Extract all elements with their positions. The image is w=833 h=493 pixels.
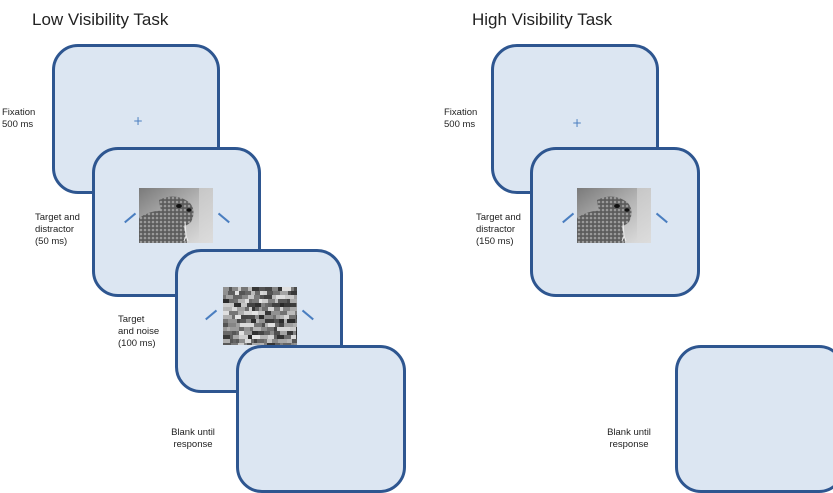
label-line: Target and (35, 212, 80, 223)
noise-mask-icon (223, 287, 297, 345)
low-visibility-title: Low Visibility Task (32, 10, 169, 29)
high-target-screen (530, 147, 700, 297)
high-blank-screen (675, 345, 833, 493)
label-line: (100 ms) (118, 338, 156, 349)
high-target-label: Target and distractor (150 ms) (476, 212, 521, 248)
fixation-cross: + (572, 116, 583, 130)
label-line: 500 ms (2, 119, 34, 130)
label-line: 500 ms (444, 119, 476, 130)
snake-photo-icon (139, 188, 213, 243)
low-fixation-label: Fixation 500 ms (2, 107, 35, 131)
high-visibility-title: High Visibility Task (472, 10, 613, 29)
label-line: (150 ms) (476, 236, 514, 247)
left-distractor-line (124, 212, 136, 223)
low-target-screen (92, 147, 261, 297)
label-line: response (609, 439, 649, 450)
label-line: response (173, 439, 213, 450)
high-fixation-label: Fixation 500 ms (444, 107, 477, 131)
label-line: Blank until (171, 427, 215, 438)
label-line: Blank until (607, 427, 651, 438)
label-line: Fixation (2, 107, 36, 118)
label-line: Fixation (444, 107, 478, 118)
left-distractor-line (205, 309, 217, 320)
snake-photo-icon (577, 188, 651, 243)
label-line: distractor (35, 224, 75, 235)
right-distractor-line (218, 212, 230, 223)
fixation-cross: + (133, 114, 144, 128)
right-distractor-line (656, 212, 668, 223)
low-blank-screen (236, 345, 406, 493)
low-noise-label: Target and noise (100 ms) (118, 314, 159, 350)
label-line: and noise (118, 326, 160, 337)
low-target-label: Target and distractor (50 ms) (35, 212, 80, 248)
low-blank-label: Blank until response (158, 427, 228, 451)
right-distractor-line (302, 309, 314, 320)
label-line: (50 ms) (35, 236, 68, 247)
left-distractor-line (562, 212, 574, 223)
label-line: Target and (476, 212, 521, 223)
high-blank-label: Blank until response (594, 427, 664, 451)
label-line: Target (118, 314, 145, 325)
label-line: distractor (476, 224, 516, 235)
